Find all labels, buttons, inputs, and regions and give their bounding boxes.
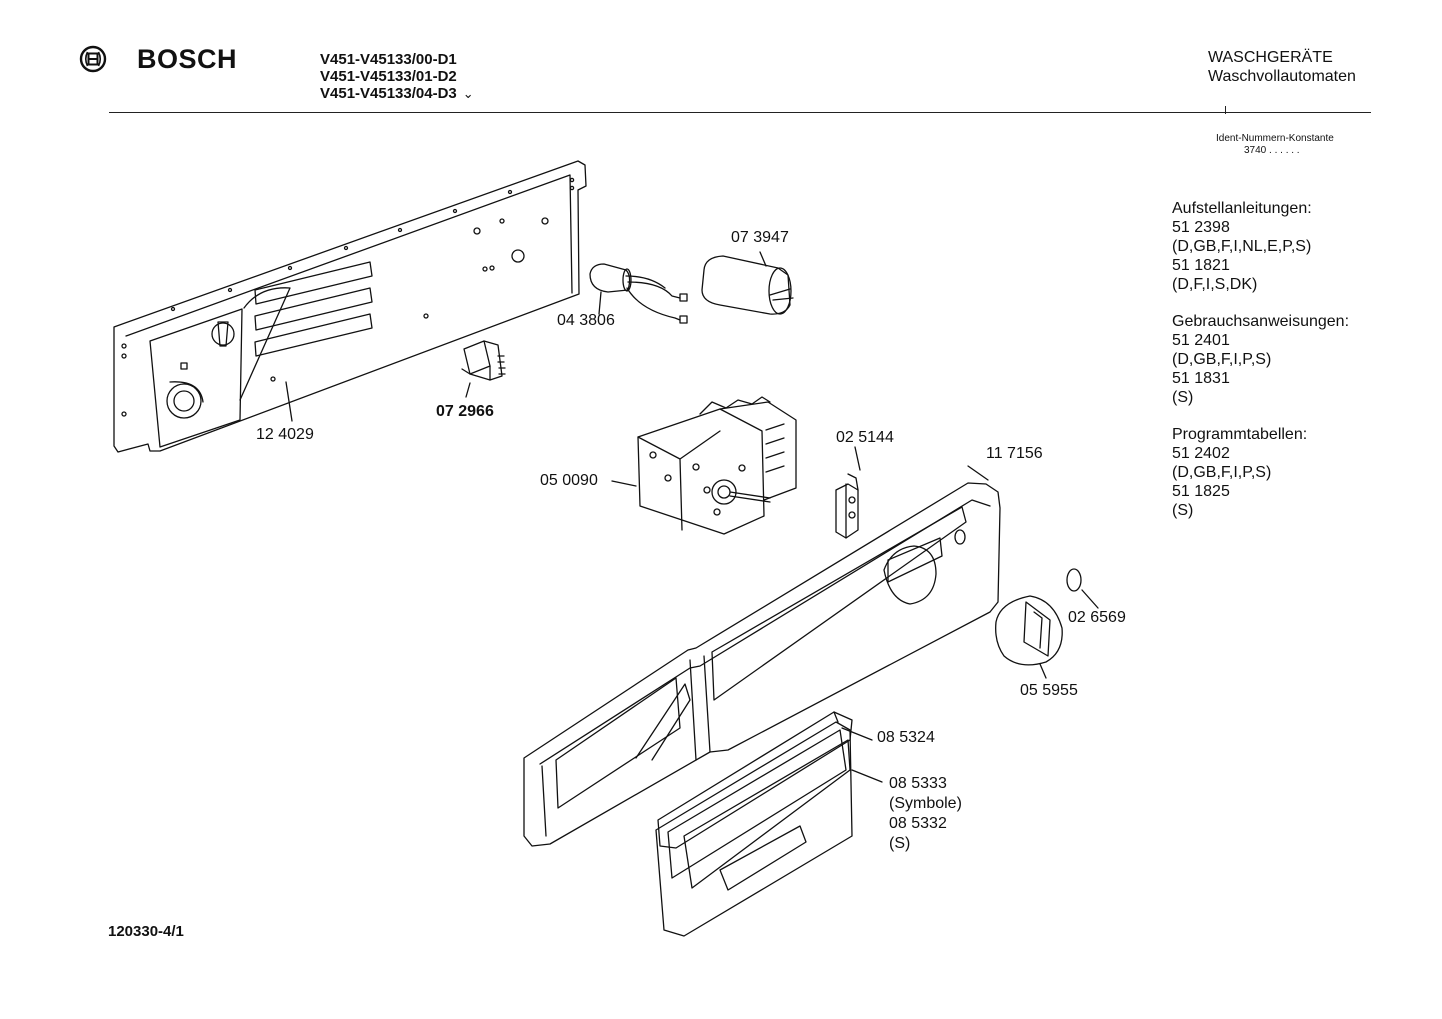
part-capacitor-small-drawing bbox=[590, 264, 687, 323]
label-part-026569: 02 6569 bbox=[1068, 609, 1126, 626]
model-line-2: V451-V45133/01-D2 bbox=[320, 68, 457, 85]
program-item: (D,GB,F,I,P,S) bbox=[1172, 464, 1272, 481]
header-rule-tick bbox=[1225, 106, 1226, 114]
setup-instructions: Aufstellanleitungen: 51 2398 (D,GB,F,I,N… bbox=[1172, 199, 1349, 294]
label-part-072966: 07 2966 bbox=[436, 403, 494, 420]
setup-item: 51 1821 bbox=[1172, 257, 1230, 274]
part-knob-cap-drawing bbox=[1067, 569, 1098, 608]
usage-item: (S) bbox=[1172, 389, 1194, 406]
model-line-3-text: V451-V45133/04-D3 bbox=[320, 85, 457, 102]
usage-item: (D,GB,F,I,P,S) bbox=[1172, 351, 1272, 368]
category-block: WASCHGERÄTE Waschvollautomaten bbox=[1208, 48, 1356, 86]
header-rule bbox=[109, 112, 1371, 113]
usage-instructions: Gebrauchsanweisungen: 51 2401 (D,GB,F,I,… bbox=[1172, 312, 1349, 407]
label-part-085332-note: (S) bbox=[889, 835, 911, 852]
program-tables: Programmtabellen: 51 2402 (D,GB,F,I,P,S)… bbox=[1172, 425, 1349, 520]
model-line-3: V451-V45133/04-D3 ⌄ bbox=[320, 85, 474, 102]
label-part-085332: 08 5332 bbox=[889, 815, 947, 832]
brand-name: BOSCH bbox=[137, 44, 238, 74]
category-title: WASCHGERÄTE bbox=[1208, 49, 1333, 66]
setup-item: (D,F,I,S,DK) bbox=[1172, 276, 1258, 293]
setup-item: (D,GB,F,I,NL,E,P,S) bbox=[1172, 238, 1312, 255]
check-mark-icon: ⌄ bbox=[462, 86, 474, 101]
label-part-124029: 12 4029 bbox=[256, 426, 314, 443]
label-part-085333: 08 5333 bbox=[889, 775, 947, 792]
label-part-085324: 08 5324 bbox=[877, 729, 935, 746]
label-part-073947: 07 3947 bbox=[731, 229, 789, 246]
label-part-050090: 05 0090 bbox=[540, 472, 598, 489]
label-part-025144: 02 5144 bbox=[836, 429, 894, 446]
usage-item: 51 1831 bbox=[1172, 370, 1230, 387]
ident-label: Ident-Nummern-Konstante bbox=[1216, 133, 1334, 144]
usage-title: Gebrauchsanweisungen: bbox=[1172, 313, 1350, 330]
setup-title: Aufstellanleitungen: bbox=[1172, 200, 1312, 217]
model-list: V451-V45133/00-D1 V451-V45133/01-D2 V451… bbox=[320, 51, 474, 102]
label-part-085333-note: (Symbole) bbox=[889, 795, 962, 812]
part-symbol-panel-drawing bbox=[656, 722, 882, 936]
label-part-117156: 11 7156 bbox=[986, 445, 1043, 462]
usage-item: 51 2401 bbox=[1172, 332, 1230, 349]
setup-item: 51 2398 bbox=[1172, 219, 1230, 236]
program-title: Programmtabellen: bbox=[1172, 426, 1308, 443]
part-program-timer-drawing bbox=[612, 397, 796, 534]
part-connector-drawing bbox=[836, 447, 860, 538]
category-subtitle: Waschvollautomaten bbox=[1208, 68, 1356, 85]
program-item: (S) bbox=[1172, 502, 1194, 519]
label-part-055955: 05 5955 bbox=[1020, 682, 1078, 699]
part-rear-panel-drawing bbox=[114, 161, 586, 452]
bosch-logo-icon bbox=[79, 45, 107, 73]
part-program-knob-drawing bbox=[996, 596, 1063, 678]
program-item: 51 1825 bbox=[1172, 483, 1230, 500]
part-front-panel-drawing bbox=[524, 466, 1000, 846]
part-switch-drawing bbox=[462, 341, 505, 397]
label-part-043806: 04 3806 bbox=[557, 312, 615, 329]
document-number: 120330-4/1 bbox=[108, 923, 184, 940]
part-capacitor-large-drawing bbox=[702, 252, 793, 314]
ident-block: Ident-Nummern-Konstante 3740 . . . . . . bbox=[1216, 133, 1334, 157]
program-item: 51 2402 bbox=[1172, 445, 1230, 462]
ident-value: 3740 . . . . . . bbox=[1244, 145, 1300, 156]
documentation-list: Aufstellanleitungen: 51 2398 (D,GB,F,I,N… bbox=[1172, 199, 1349, 538]
model-line-1: V451-V45133/00-D1 bbox=[320, 51, 457, 68]
